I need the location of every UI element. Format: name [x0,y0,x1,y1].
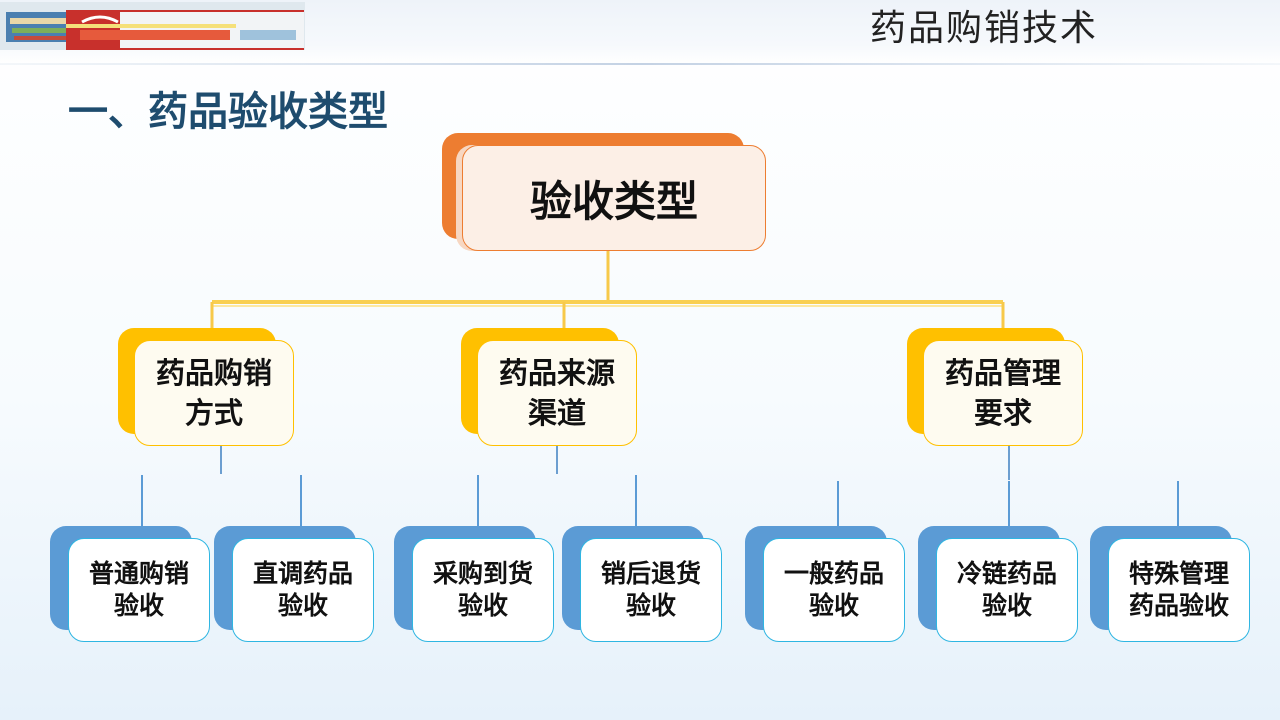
category-label-line2: 渠道 [527,396,586,430]
leaf-node-general-drug-acceptance: 一般药品验收 [745,526,905,642]
leaf-label-line1: 直调药品 [252,559,353,588]
leaf-label-line2: 验收 [981,591,1032,620]
leaf-node-label: 销后退货验收 [580,538,722,642]
medicine-package-banner-image [0,2,305,50]
category-label-line1: 药品管理 [944,356,1061,390]
leaf-node-label: 一般药品验收 [763,538,905,642]
leaf-label-line1: 普通购销 [88,559,189,588]
category-label-line2: 方式 [184,396,243,430]
category-label-line1: 药品来源 [498,356,615,390]
category-node-management-requirement: 药品管理要求 [907,328,1083,446]
category-node-label: 药品管理要求 [923,340,1083,446]
leaf-node-label: 冷链药品验收 [936,538,1078,642]
root-node-label: 验收类型 [462,145,766,251]
leaf-node-label: 特殊管理药品验收 [1108,538,1250,642]
leaf-label-line1: 特殊管理 [1128,559,1229,588]
category-node-label: 药品购销方式 [134,340,294,446]
leaf-node-special-management-acceptance: 特殊管理药品验收 [1090,526,1250,642]
leaf-label-line1: 销后退货 [600,559,701,588]
category-node-label: 药品来源渠道 [477,340,637,446]
leaf-node-ordinary-acceptance: 普通购销验收 [50,526,210,642]
category-node-source-channel: 药品来源渠道 [461,328,637,446]
leaf-label-line2: 验收 [457,591,508,620]
leaf-label-line2: 验收 [808,591,859,620]
category-label-line1: 药品购销 [155,356,272,390]
leaf-label-line2: 验收 [277,591,328,620]
header-title: 药品购销技术 [870,8,1099,49]
category-node-purchase-sales-method: 药品购销方式 [118,328,294,446]
root-node: 验收类型 [442,133,766,251]
leaf-label-line1: 冷链药品 [956,559,1057,588]
leaf-node-cold-chain-acceptance: 冷链药品验收 [918,526,1078,642]
leaf-node-purchase-arrival-acceptance: 采购到货验收 [394,526,554,642]
leaf-label-line2: 验收 [625,591,676,620]
leaf-label-line2: 药品验收 [1128,591,1229,620]
leaf-node-label: 普通购销验收 [68,538,210,642]
category-label-line2: 要求 [973,396,1032,430]
leaf-node-label: 直调药品验收 [232,538,374,642]
leaf-label-line1: 采购到货 [432,559,533,588]
section-title: 一、药品验收类型 [68,89,388,135]
leaf-node-return-acceptance: 销后退货验收 [562,526,722,642]
leaf-node-direct-transfer-acceptance: 直调药品验收 [214,526,374,642]
leaf-label-line2: 验收 [113,591,164,620]
leaf-node-label: 采购到货验收 [412,538,554,642]
header-divider [0,63,1280,65]
leaf-label-line1: 一般药品 [783,559,884,588]
